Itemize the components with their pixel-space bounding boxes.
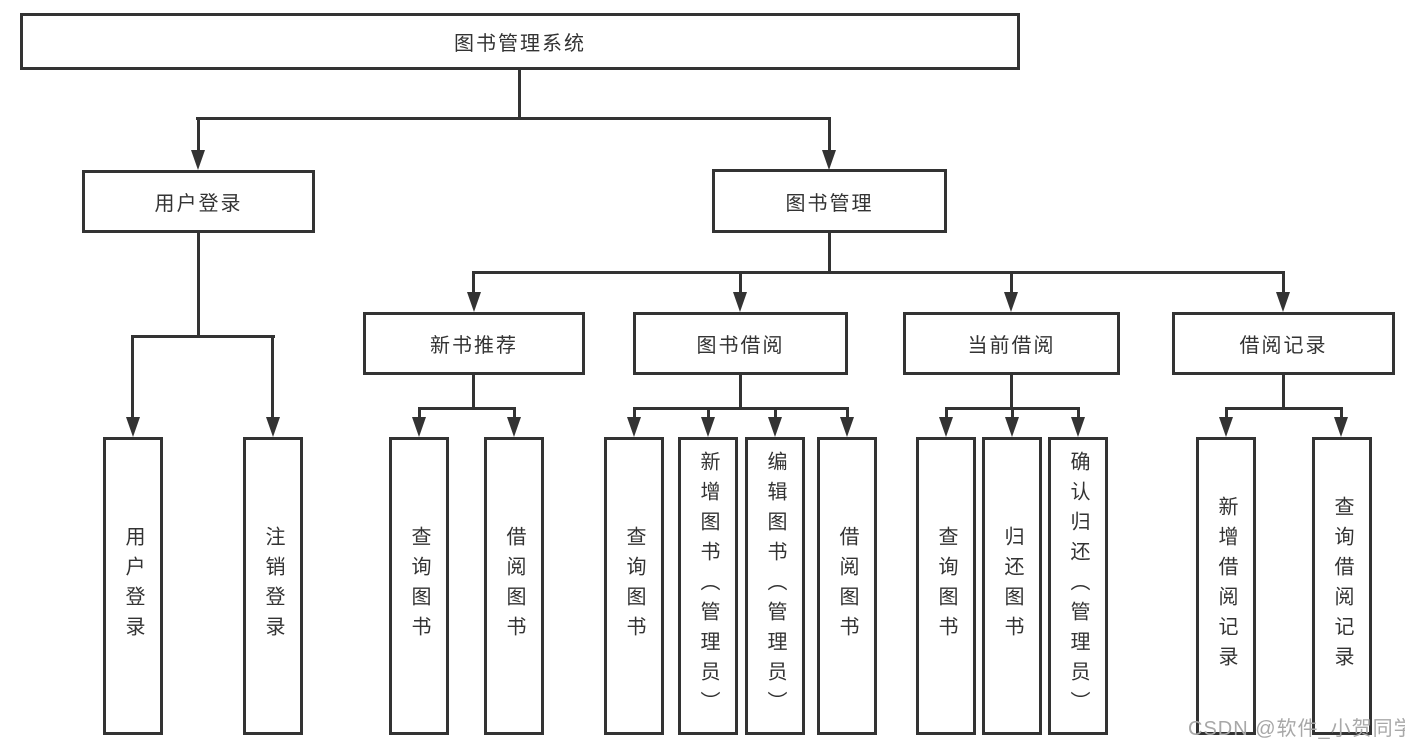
leaf-label: 查询图书 (408, 526, 430, 646)
leaf-label: 查询图书 (935, 526, 957, 646)
node-current-borrowing: 当前借阅 (903, 312, 1120, 375)
arrowhead-icon (412, 417, 426, 437)
connector-line (1077, 407, 1080, 419)
node-label: 图书管理 (785, 192, 874, 215)
leaf-label: 借阅图书 (503, 526, 525, 646)
leaf-add-books-admin: 新增图书（管理员） (678, 437, 738, 735)
arrowhead-icon (1005, 417, 1019, 437)
connector-line (828, 233, 831, 273)
connector-line (197, 233, 200, 337)
connector-line (472, 375, 475, 409)
arrowhead-icon (507, 417, 521, 437)
node-label: 当前借阅 (967, 335, 1056, 357)
node-new-book-recommend: 新书推荐 (363, 312, 585, 375)
connector-line (472, 271, 1285, 274)
connector-line (828, 117, 831, 152)
leaf-query-books-borrowing: 查询图书 (604, 437, 664, 735)
connector-line (1010, 375, 1013, 409)
connector-line (739, 271, 742, 294)
leaf-label: 确认归还（管理员） (1067, 451, 1089, 721)
leaf-label: 注销登录 (262, 526, 284, 646)
leaf-label: 借阅图书 (836, 526, 858, 646)
connector-line (418, 407, 421, 419)
arrowhead-icon (840, 417, 854, 437)
connector-line (518, 70, 521, 119)
node-label: 图书管理系统 (454, 33, 586, 55)
node-label: 借阅记录 (1239, 335, 1328, 357)
connector-line (739, 375, 742, 409)
connector-line (1011, 407, 1014, 419)
csdn-watermark: CSDN @软件_小贺同学 (1188, 718, 1405, 740)
arrowhead-icon (1334, 417, 1348, 437)
leaf-user-login: 用户登录 (103, 437, 163, 735)
connector-line (131, 335, 134, 419)
arrowhead-icon (1219, 417, 1233, 437)
arrowhead-icon (768, 417, 782, 437)
arrowhead-icon (939, 417, 953, 437)
arrowhead-icon (627, 417, 641, 437)
leaf-label: 编辑图书（管理员） (764, 451, 786, 721)
connector-line (633, 407, 848, 410)
leaf-logout: 注销登录 (243, 437, 303, 735)
arrowhead-icon (733, 292, 747, 312)
leaf-label: 用户登录 (122, 526, 144, 646)
connector-line (945, 407, 948, 419)
connector-line (1340, 407, 1343, 419)
connector-line (1010, 271, 1013, 294)
connector-line (1282, 375, 1285, 409)
connector-line (1225, 407, 1228, 419)
node-label: 新书推荐 (430, 335, 518, 357)
leaf-label: 查询图书 (623, 526, 645, 646)
arrowhead-icon (126, 417, 140, 437)
node-borrowing-records: 借阅记录 (1172, 312, 1395, 375)
leaf-borrow-books: 借阅图书 (817, 437, 877, 735)
node-label: 图书借阅 (696, 335, 785, 357)
arrowhead-icon (1276, 292, 1290, 312)
arrowhead-icon (467, 292, 481, 312)
leaf-confirm-return-admin: 确认归还（管理员） (1048, 437, 1108, 735)
node-system-root: 图书管理系统 (20, 13, 1020, 70)
leaf-label: 查询借阅记录 (1331, 496, 1353, 676)
leaf-query-borrow-record: 查询借阅记录 (1312, 437, 1372, 735)
leaf-edit-books-admin: 编辑图书（管理员） (745, 437, 805, 735)
node-book-borrowing: 图书借阅 (633, 312, 848, 375)
leaf-label: 新增图书（管理员） (697, 451, 719, 721)
arrowhead-icon (191, 150, 205, 170)
leaf-add-borrow-record: 新增借阅记录 (1196, 437, 1256, 735)
connector-line (707, 407, 710, 419)
connector-line (774, 407, 777, 419)
connector-line (846, 407, 849, 419)
node-label: 用户登录 (154, 193, 243, 215)
leaf-return-books: 归还图书 (982, 437, 1042, 735)
node-book-management: 图书管理 (712, 169, 947, 233)
arrowhead-icon (1004, 292, 1018, 312)
leaf-label: 新增借阅记录 (1215, 496, 1237, 676)
leaf-label: 归还图书 (1001, 526, 1023, 646)
arrowhead-icon (266, 417, 280, 437)
connector-line (271, 335, 274, 419)
connector-line (1282, 271, 1285, 294)
connector-line (472, 271, 475, 294)
connector-line (131, 335, 275, 338)
node-user-login: 用户登录 (82, 170, 315, 233)
connector-line (418, 407, 516, 410)
connector-line (1225, 407, 1343, 410)
connector-line (513, 407, 516, 419)
arrowhead-icon (701, 417, 715, 437)
arrowhead-icon (822, 150, 836, 170)
leaf-query-books-recommend: 查询图书 (389, 437, 449, 735)
connector-line (196, 117, 831, 120)
connector-line (197, 117, 200, 152)
leaf-query-books-current: 查询图书 (916, 437, 976, 735)
leaf-borrow-books-recommend: 借阅图书 (484, 437, 544, 735)
connector-line (633, 407, 636, 419)
arrowhead-icon (1071, 417, 1085, 437)
